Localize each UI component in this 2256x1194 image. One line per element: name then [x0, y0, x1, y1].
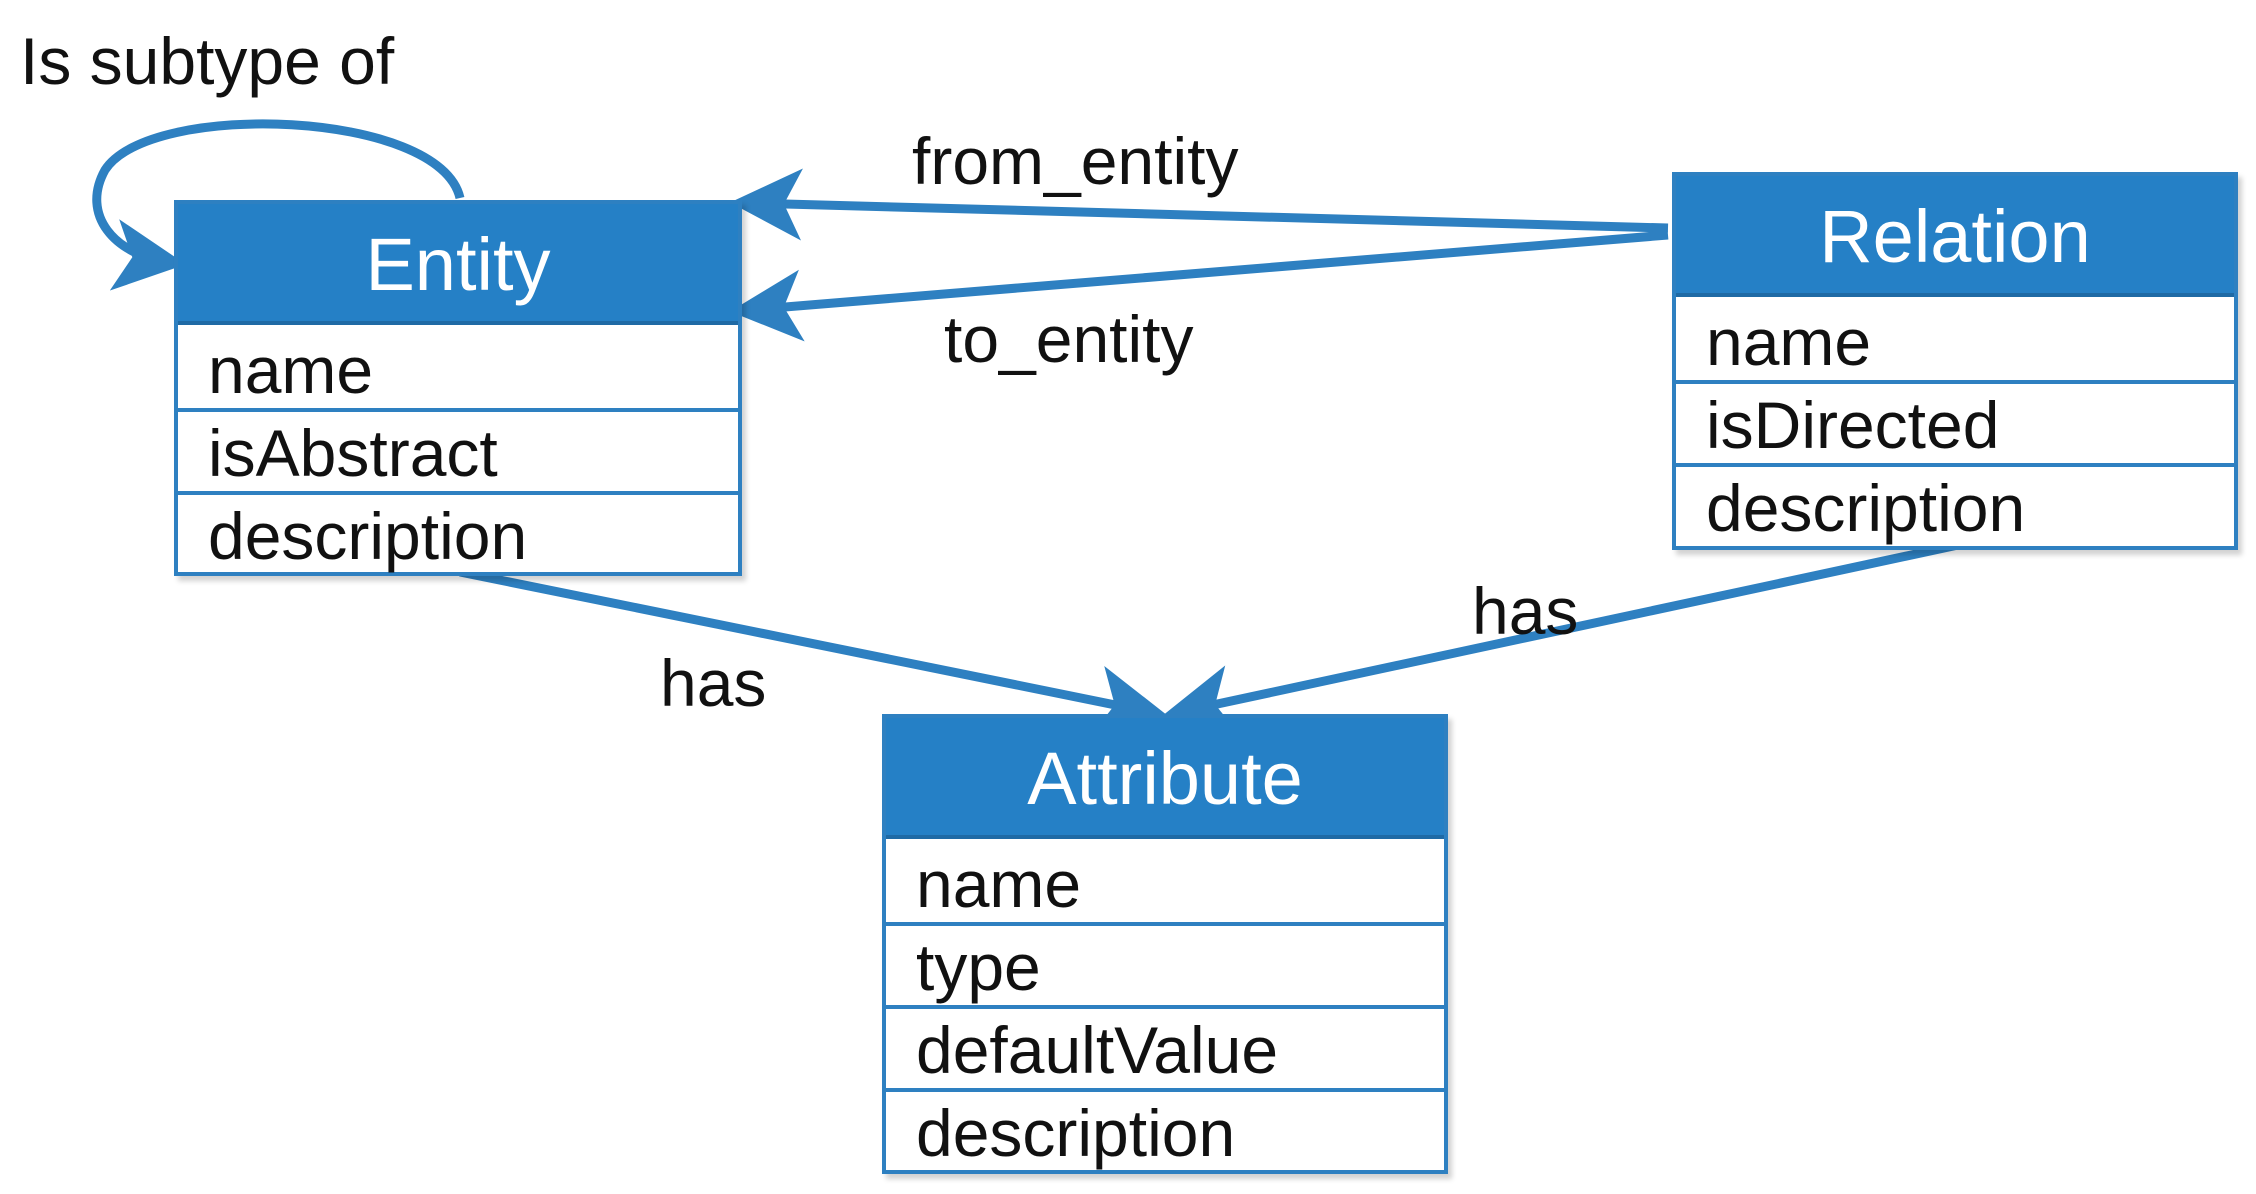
subtype-label: Is subtype of [20, 24, 395, 98]
entity-field-description: description [178, 491, 738, 574]
entity-field-isabstract: isAbstract [178, 408, 738, 491]
relation-box[interactable]: Relation name isDirected description [1672, 172, 2238, 550]
attribute-title: Attribute [886, 718, 1444, 839]
relation-title: Relation [1676, 176, 2234, 297]
entity-has-arrow [459, 567, 1168, 737]
relation-field-isdirected: isDirected [1676, 380, 2234, 463]
entity-has-label: has [660, 646, 767, 720]
from-entity-label: from_entity [912, 124, 1239, 198]
attribute-field-name: name [886, 839, 1444, 922]
entity-title: Entity [178, 204, 738, 325]
relation-field-name: name [1676, 297, 2234, 380]
subtype-loop-arrow [92, 119, 465, 291]
entity-box[interactable]: Entity name isAbstract description [174, 200, 742, 576]
to-entity-label: to_entity [944, 302, 1194, 376]
attribute-box[interactable]: Attribute name type defaultValue descrip… [882, 714, 1448, 1174]
attribute-field-type: type [886, 922, 1444, 1005]
from-entity-arrow [730, 168, 1669, 241]
relation-has-arrow [1162, 540, 1959, 736]
attribute-field-defaultvalue: defaultValue [886, 1005, 1444, 1088]
entity-field-name: name [178, 325, 738, 408]
to-entity-arrow [730, 230, 1669, 342]
relation-field-description: description [1676, 463, 2234, 546]
relation-has-label: has [1472, 574, 1579, 648]
attribute-field-description: description [886, 1088, 1444, 1171]
